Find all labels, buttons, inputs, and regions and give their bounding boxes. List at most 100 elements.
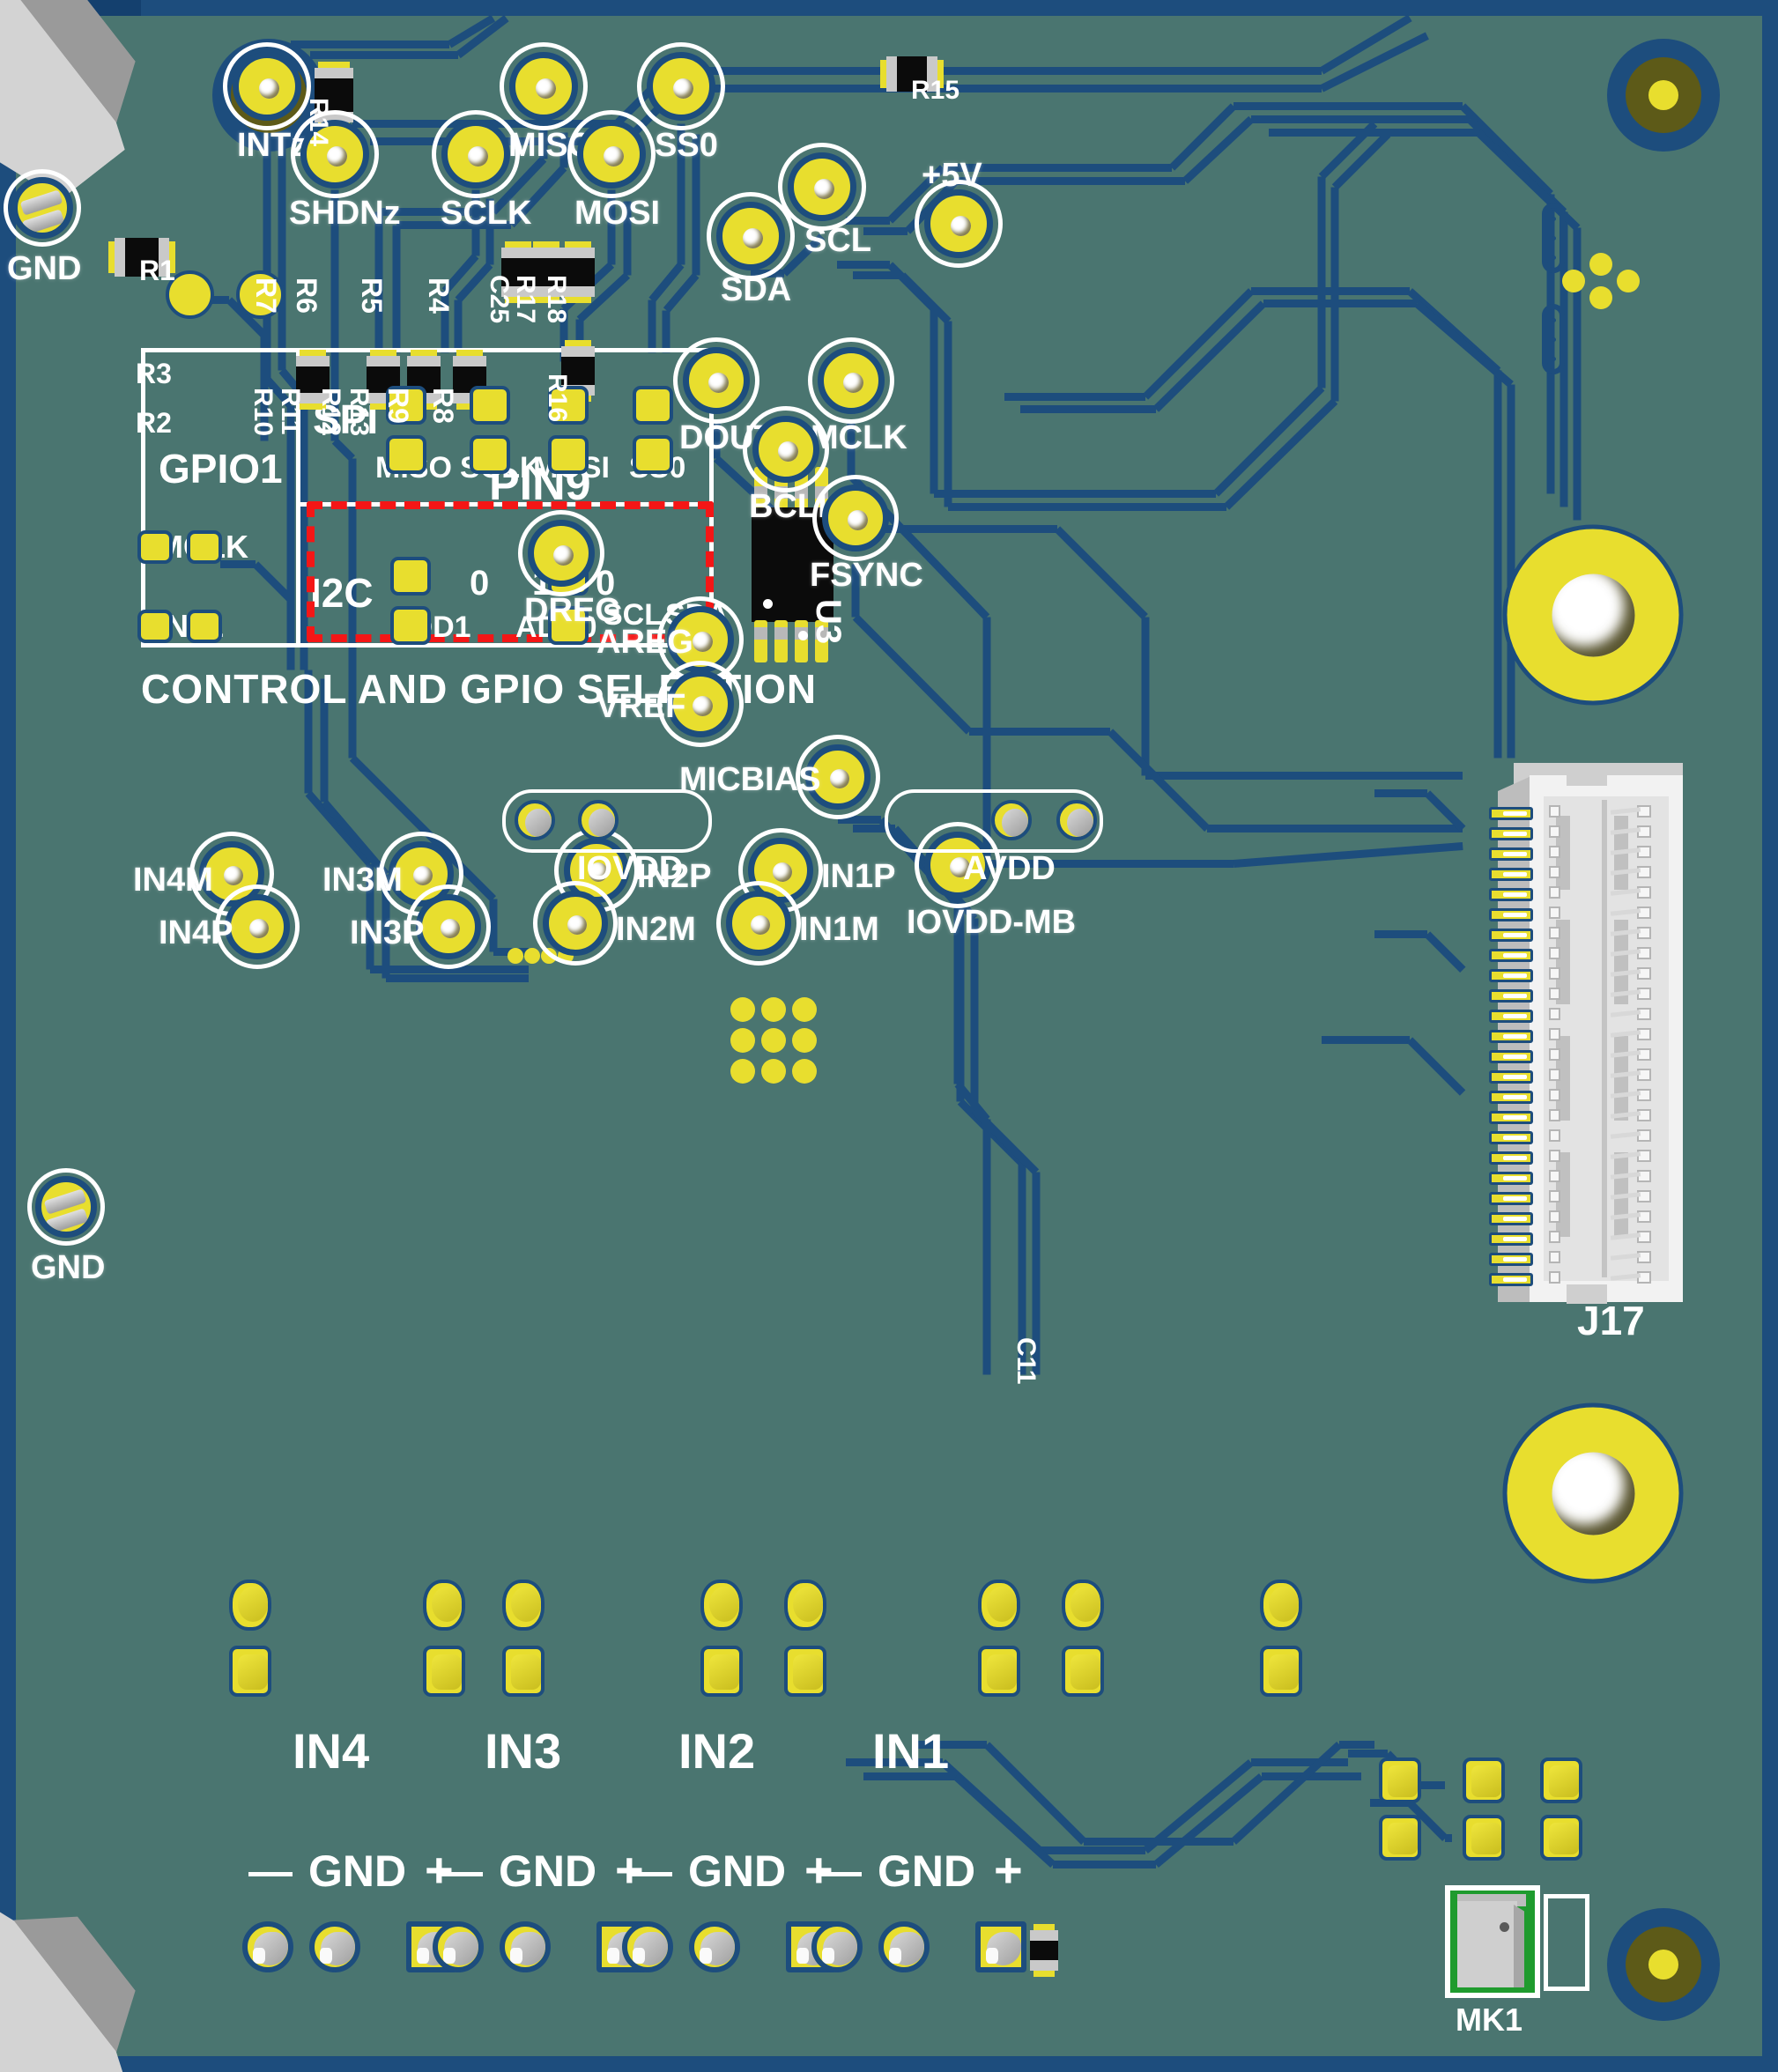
test-point-copper-ring: [416, 894, 481, 959]
i2c-bit-add0-zero: 0: [596, 564, 616, 603]
test-point-silk-ring: [215, 884, 300, 969]
test-point-vref[interactable]: [657, 661, 744, 747]
test-point-mclk[interactable]: [808, 337, 894, 424]
connector-pin: [1549, 1129, 1560, 1142]
connector-solder-pad: [1489, 1232, 1533, 1246]
connector-solder-pad: [1489, 969, 1533, 982]
pad-solder-shine: [1503, 1237, 1528, 1241]
pad-solder-shine: [1503, 1196, 1528, 1201]
test-point-areg[interactable]: [657, 596, 744, 683]
avdd-pin-3[interactable]: [1056, 800, 1097, 840]
test-point-dout[interactable]: [673, 337, 759, 424]
board-edge-top: [141, 0, 1778, 16]
test-point-bore: [467, 145, 488, 166]
test-point-silk-ring: [518, 510, 604, 596]
pad-solder-shine: [1503, 1277, 1528, 1282]
i2c-bit-add1-zero: 0: [470, 564, 490, 603]
test-point-sda[interactable]: [707, 192, 795, 280]
iovdd-pin-1[interactable]: [515, 800, 555, 840]
ground-test-point-silk: [4, 169, 81, 247]
test-point-bore: [603, 145, 624, 166]
connector-pin: [1549, 927, 1560, 939]
test-point-silk-ring: [808, 337, 894, 424]
test-point-miso[interactable]: [500, 42, 588, 130]
pad-solder-shine: [1503, 1257, 1528, 1262]
test-point-label: SCL: [804, 222, 871, 259]
test-point-bore: [950, 215, 971, 236]
test-point-in4p[interactable]: [215, 884, 300, 969]
pad-solder-shine: [1503, 933, 1528, 937]
test-point-bore: [567, 915, 587, 935]
pad-solder-shine: [1503, 1156, 1528, 1160]
test-point-sclk[interactable]: [432, 110, 520, 198]
test-point-label: IN4M: [133, 862, 213, 899]
board-edge-right: [1762, 0, 1778, 2072]
connector-pin: [1549, 1190, 1560, 1202]
test-point-bore: [773, 862, 792, 882]
test-point-dreg[interactable]: [518, 510, 604, 596]
pad-solder-shine: [1503, 1095, 1528, 1099]
test-point-ss0[interactable]: [637, 42, 725, 130]
connector-solder-pad: [1489, 1151, 1533, 1165]
test-point-silk-ring: [812, 475, 899, 561]
pad-solder-shine: [1503, 852, 1528, 856]
u3-pin: [754, 620, 767, 662]
pad-solder-shine: [1503, 1136, 1528, 1140]
test-point-silk-ring: [716, 881, 801, 966]
connector-pin: [1549, 1271, 1560, 1284]
test-point-label: IN2P: [637, 858, 712, 895]
connector-pin: [1549, 1210, 1560, 1223]
connector-pin: [1549, 1028, 1560, 1040]
test-point-silk-ring: [673, 337, 759, 424]
test-point-silk-ring: [915, 822, 1001, 908]
gpio1-pad-right[interactable]: [236, 270, 285, 319]
pad-solder-shine: [1503, 1014, 1528, 1018]
test-point-copper-ring: [726, 891, 791, 956]
connector-pin: [1549, 1089, 1560, 1101]
test-point-micbias[interactable]: [796, 735, 880, 819]
test-point-label: MICBIAS: [679, 761, 821, 798]
test-point-label: SHDNz: [289, 195, 401, 232]
test-point-iovdd-mb[interactable]: [915, 822, 1001, 908]
ground-test-point[interactable]: [4, 169, 81, 247]
test-point-bore: [249, 919, 269, 938]
test-point-copper-ring: [225, 894, 290, 959]
connector-pin: [1549, 1150, 1560, 1162]
test-point-scl[interactable]: [778, 143, 866, 231]
microphone-mk1: [1445, 1885, 1540, 1998]
u3-pin: [774, 620, 788, 662]
test-point-in3p[interactable]: [406, 884, 491, 969]
test-point-fsync[interactable]: [812, 475, 899, 561]
mounting-hole-bottom-right: [1607, 1908, 1720, 2021]
test-point-bclk[interactable]: [743, 406, 829, 492]
connector-solder-pad: [1489, 847, 1533, 861]
c11-silk-outline: [1544, 1894, 1589, 1991]
test-point-in1m[interactable]: [716, 881, 801, 966]
connector-solder-pad: [1489, 827, 1533, 840]
test-point-shdnz[interactable]: [291, 110, 379, 198]
connector-solder-pad: [1489, 1091, 1533, 1104]
test-point-in2m[interactable]: [533, 881, 618, 966]
test-point-mosi[interactable]: [567, 110, 656, 198]
pad-solder-shine: [1503, 973, 1528, 978]
ground-test-point-copper: [35, 1176, 97, 1238]
gpio1-pad-left[interactable]: [166, 270, 214, 319]
test-point-silk-ring: [657, 661, 744, 747]
connector-pin: [1549, 1251, 1560, 1263]
pad-solder-shine: [1503, 811, 1528, 816]
test-point-bore: [441, 919, 460, 938]
test-point-silk-ring: [778, 143, 866, 231]
pad-solder-shine: [1503, 1034, 1528, 1039]
test-point-silk-ring: [915, 180, 1003, 268]
connector-pin: [1549, 906, 1560, 919]
avdd-pin-2[interactable]: [991, 800, 1032, 840]
ground-test-point[interactable]: [27, 1168, 105, 1246]
test-point-bore: [224, 866, 243, 885]
iovdd-pin-2[interactable]: [578, 800, 619, 840]
connector-j17[interactable]: [1498, 763, 1683, 1309]
test-point-label: IN1P: [821, 858, 896, 895]
test-point-intz[interactable]: [223, 42, 311, 130]
test-point--5v[interactable]: [915, 180, 1003, 268]
